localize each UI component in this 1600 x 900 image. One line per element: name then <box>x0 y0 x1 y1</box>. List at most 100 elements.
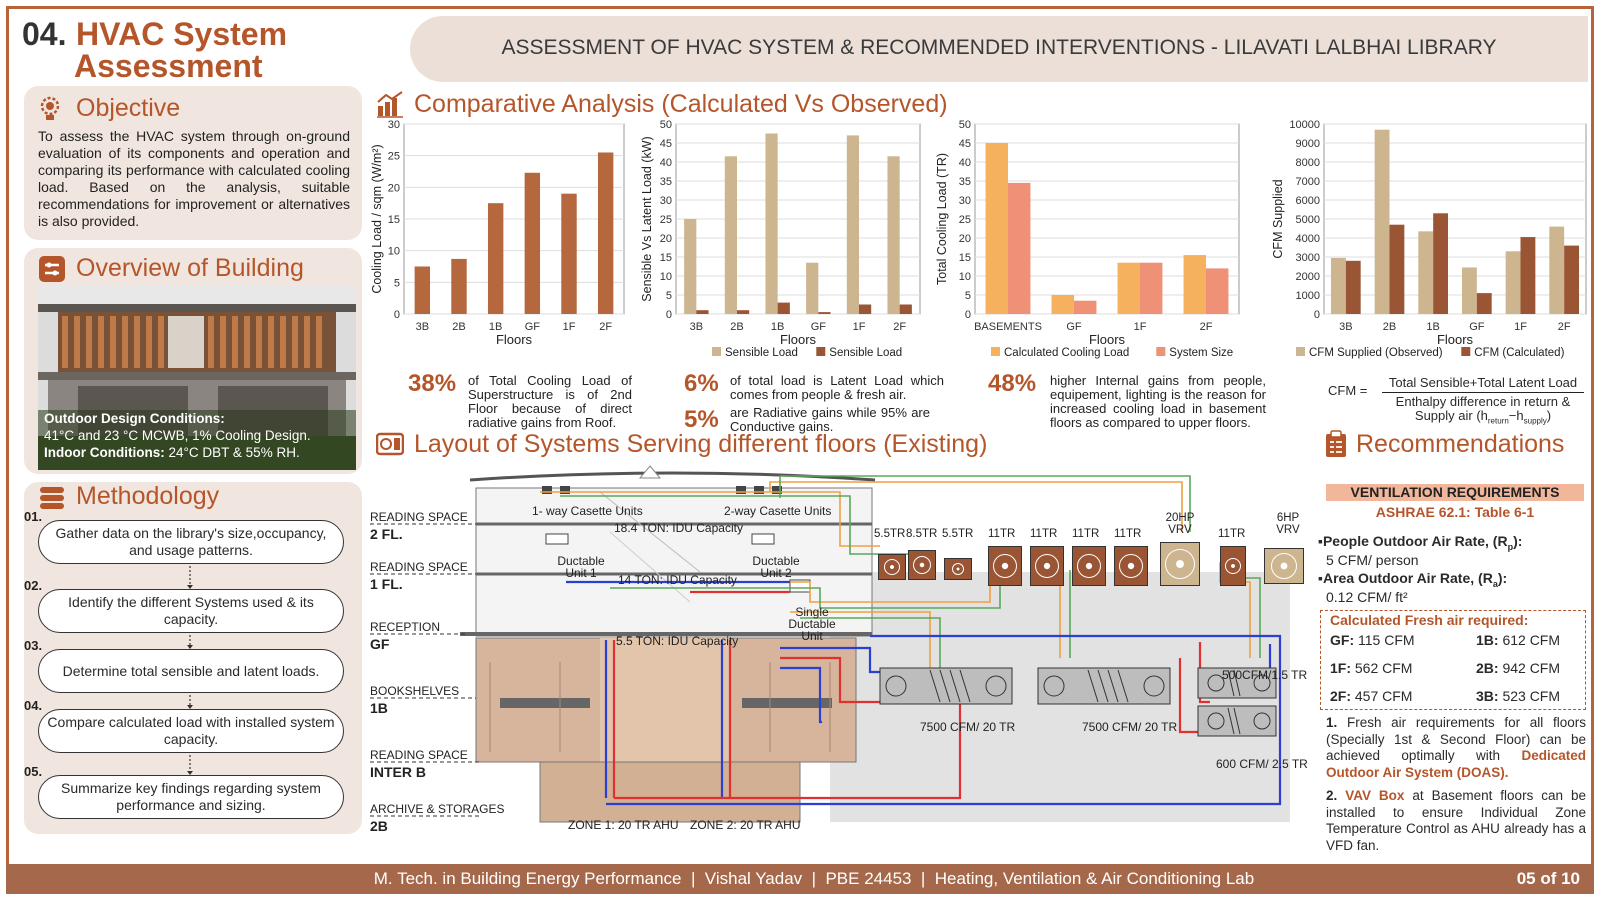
fresh-floor: 1B: <box>1476 632 1499 648</box>
y-tick-label: 40 <box>959 157 971 169</box>
bar <box>597 152 614 314</box>
stat-5-text: are Radiative gains while 95% are Conduc… <box>730 405 930 434</box>
cfm-formula-den2-row: Supply air (hreturn−hsupply) <box>1382 408 1584 426</box>
y-tick-label: 10 <box>660 271 672 283</box>
outdoor-unit-label: 5.5TR <box>874 528 906 540</box>
overview-icon <box>39 256 65 282</box>
area-rate-value: 0.12 CFM/ ft² <box>1326 589 1408 605</box>
indoor-label: Indoor Conditions: <box>44 445 165 460</box>
y-tick-label: 0 <box>394 309 400 321</box>
rec2-highlight: VAV Box <box>1345 788 1405 803</box>
x-tick-label: 1F <box>1514 321 1527 333</box>
bar <box>1183 255 1206 314</box>
x-tick-label: 1B <box>489 321 502 333</box>
cfm-formula-sub2: supply <box>1523 416 1547 426</box>
fresh-value: 457 CFM <box>1354 688 1413 704</box>
rec2-text: at Basement floors can be installed to e… <box>1326 788 1586 853</box>
bar <box>696 310 709 314</box>
step-number: 02. <box>24 578 43 593</box>
label-ductable1: Ductable Unit 1 <box>557 554 605 580</box>
outdoor-unit-label: 6HP VRV <box>1276 512 1300 536</box>
y-tick-label: 30 <box>388 120 400 131</box>
stat-5: 5% <box>684 406 719 433</box>
bar <box>806 262 819 314</box>
fan-icon <box>1119 554 1143 578</box>
y-tick-label: 1000 <box>1296 290 1320 302</box>
legend-swatch <box>816 347 826 356</box>
label-zone2: ZONE 2: 20 TR AHU <box>690 818 801 832</box>
label-ahu1: 7500 CFM/ 20 TR <box>920 720 1016 734</box>
rec2-num: 2. <box>1326 788 1338 803</box>
outdoor-unit-label: 20HP VRV <box>1165 512 1195 536</box>
y-tick-label: 10000 <box>1289 120 1320 131</box>
bar <box>899 304 912 314</box>
outdoor-unit <box>988 546 1022 586</box>
y-tick-label: 25 <box>388 151 400 163</box>
indoor-row: Indoor Conditions: 24°C DBT & 55% RH. <box>44 445 300 460</box>
y-tick-label: 5 <box>394 277 400 289</box>
label-600cfm: 600 CFM/ 2.5 TR <box>1216 757 1308 771</box>
fresh-value: 942 CFM <box>1502 660 1561 676</box>
floor-name: GF <box>370 636 390 652</box>
bar <box>887 156 900 314</box>
step-pill: Summarize key findings regarding system … <box>38 775 344 819</box>
fresh-cell: 3B: 523 CFM <box>1476 688 1560 704</box>
area-rate-sub: a <box>1492 578 1498 589</box>
legend-label: System Size <box>1169 347 1233 359</box>
outdoor-unit-label: 11TR <box>1114 528 1142 540</box>
y-tick-label: 35 <box>660 176 672 188</box>
outdoor-unit <box>1030 546 1064 586</box>
outdoor-unit-label: 11TR <box>988 528 1016 540</box>
bar <box>737 310 750 314</box>
fan-icon <box>884 559 900 575</box>
y-tick-label: 50 <box>660 120 672 131</box>
outdoor-unit <box>878 554 906 580</box>
area-rate-row: ▪Area Outdoor Air Rate, (Ra): <box>1318 570 1507 589</box>
y-tick-label: 9000 <box>1296 138 1320 150</box>
legend-label: Sensible Load <box>725 347 798 359</box>
bar <box>1564 245 1580 314</box>
people-rate-sub: p <box>1507 541 1514 552</box>
ashrae-ref: ASHRAE 62.1: Table 6-1 <box>1375 504 1535 520</box>
step-number: 03. <box>24 638 43 653</box>
vent-req-text: VENTILATION REQUIREMENTS <box>1350 484 1560 500</box>
stack-icon <box>40 487 64 509</box>
label-idu-gf: 5.5 TON: IDU Capacity <box>616 634 739 648</box>
label-single-ductable: Single Ductable Unit <box>788 605 836 643</box>
people-rate-close: ): <box>1513 533 1523 549</box>
layout-title: Layout of Systems Serving different floo… <box>414 430 988 458</box>
x-tick-label: 3B <box>416 321 429 333</box>
floor-name: 2B <box>370 818 388 834</box>
legend-label: CFM Supplied (Observed) <box>1309 347 1443 359</box>
objective-title: Objective <box>76 94 181 122</box>
legend-label: Sensible Load <box>829 347 902 359</box>
outdoor-unit-label: 8.5TR <box>906 528 938 540</box>
x-tick-label: 1F <box>563 321 576 333</box>
y-axis-label: Total Cooling Load (TR) <box>935 153 949 285</box>
fresh-value: 523 CFM <box>1502 688 1561 704</box>
outdoor-unit <box>1072 546 1106 586</box>
legend-swatch <box>1156 347 1166 356</box>
bar <box>859 304 872 314</box>
x-axis-label: Floors <box>1437 332 1474 347</box>
step-pill: Gather data on the library's size,occupa… <box>38 520 344 564</box>
legend-label: CFM (Calculated) <box>1474 347 1564 359</box>
bar <box>777 302 790 314</box>
bar <box>487 203 504 314</box>
bar <box>1418 231 1434 314</box>
people-rate-label: People Outdoor Air Rate, (R <box>1322 533 1508 549</box>
label-500cfm: 500CFM/1.5 TR <box>1222 668 1308 682</box>
outdoor-unit <box>1264 548 1304 584</box>
fresh-floor: 2F: <box>1330 688 1351 704</box>
y-tick-label: 15 <box>388 214 400 226</box>
bar <box>1008 182 1031 314</box>
overview-title: Overview of Building <box>76 254 304 282</box>
y-tick-label: 40 <box>660 157 672 169</box>
y-tick-label: 10 <box>959 271 971 283</box>
bar <box>1074 300 1097 314</box>
outdoor-unit-label: 11TR <box>1030 528 1058 540</box>
fan-icon <box>993 554 1017 578</box>
area-rate-close: ): <box>1497 570 1508 586</box>
y-tick-label: 8000 <box>1296 157 1320 169</box>
